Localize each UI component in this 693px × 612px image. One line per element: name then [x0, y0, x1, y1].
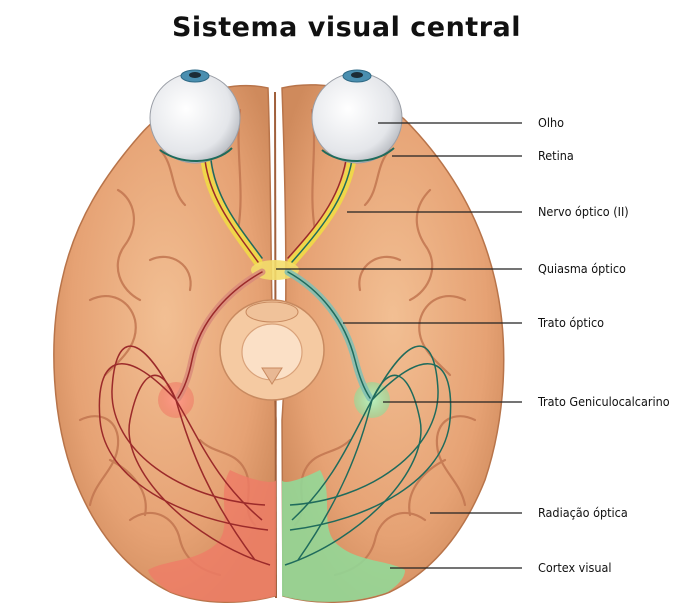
right-optic-radiation	[284, 345, 452, 566]
optic-nerves	[200, 155, 357, 267]
label-trato-geniculocalcarino: Trato Geniculocalcarino	[538, 394, 670, 409]
label-radiacao-optica: Radiação óptica	[538, 505, 628, 520]
label-olho: Olho	[538, 115, 564, 130]
label-cortex-visual: Cortex visual	[538, 560, 612, 575]
label-nervo-optico: Nervo óptico (II)	[538, 204, 629, 219]
label-retina: Retina	[538, 148, 574, 163]
right-eye	[311, 69, 403, 164]
midbrain	[219, 299, 325, 401]
label-quiasma-optico: Quiasma óptico	[538, 261, 626, 276]
left-eye	[149, 69, 241, 164]
diagram-title: Sistema visual central	[171, 12, 521, 43]
optic-tracts	[174, 268, 374, 402]
label-trato-optico: Trato óptico	[538, 315, 605, 330]
leader-lines	[276, 122, 522, 569]
left-optic-radiation	[98, 345, 271, 566]
